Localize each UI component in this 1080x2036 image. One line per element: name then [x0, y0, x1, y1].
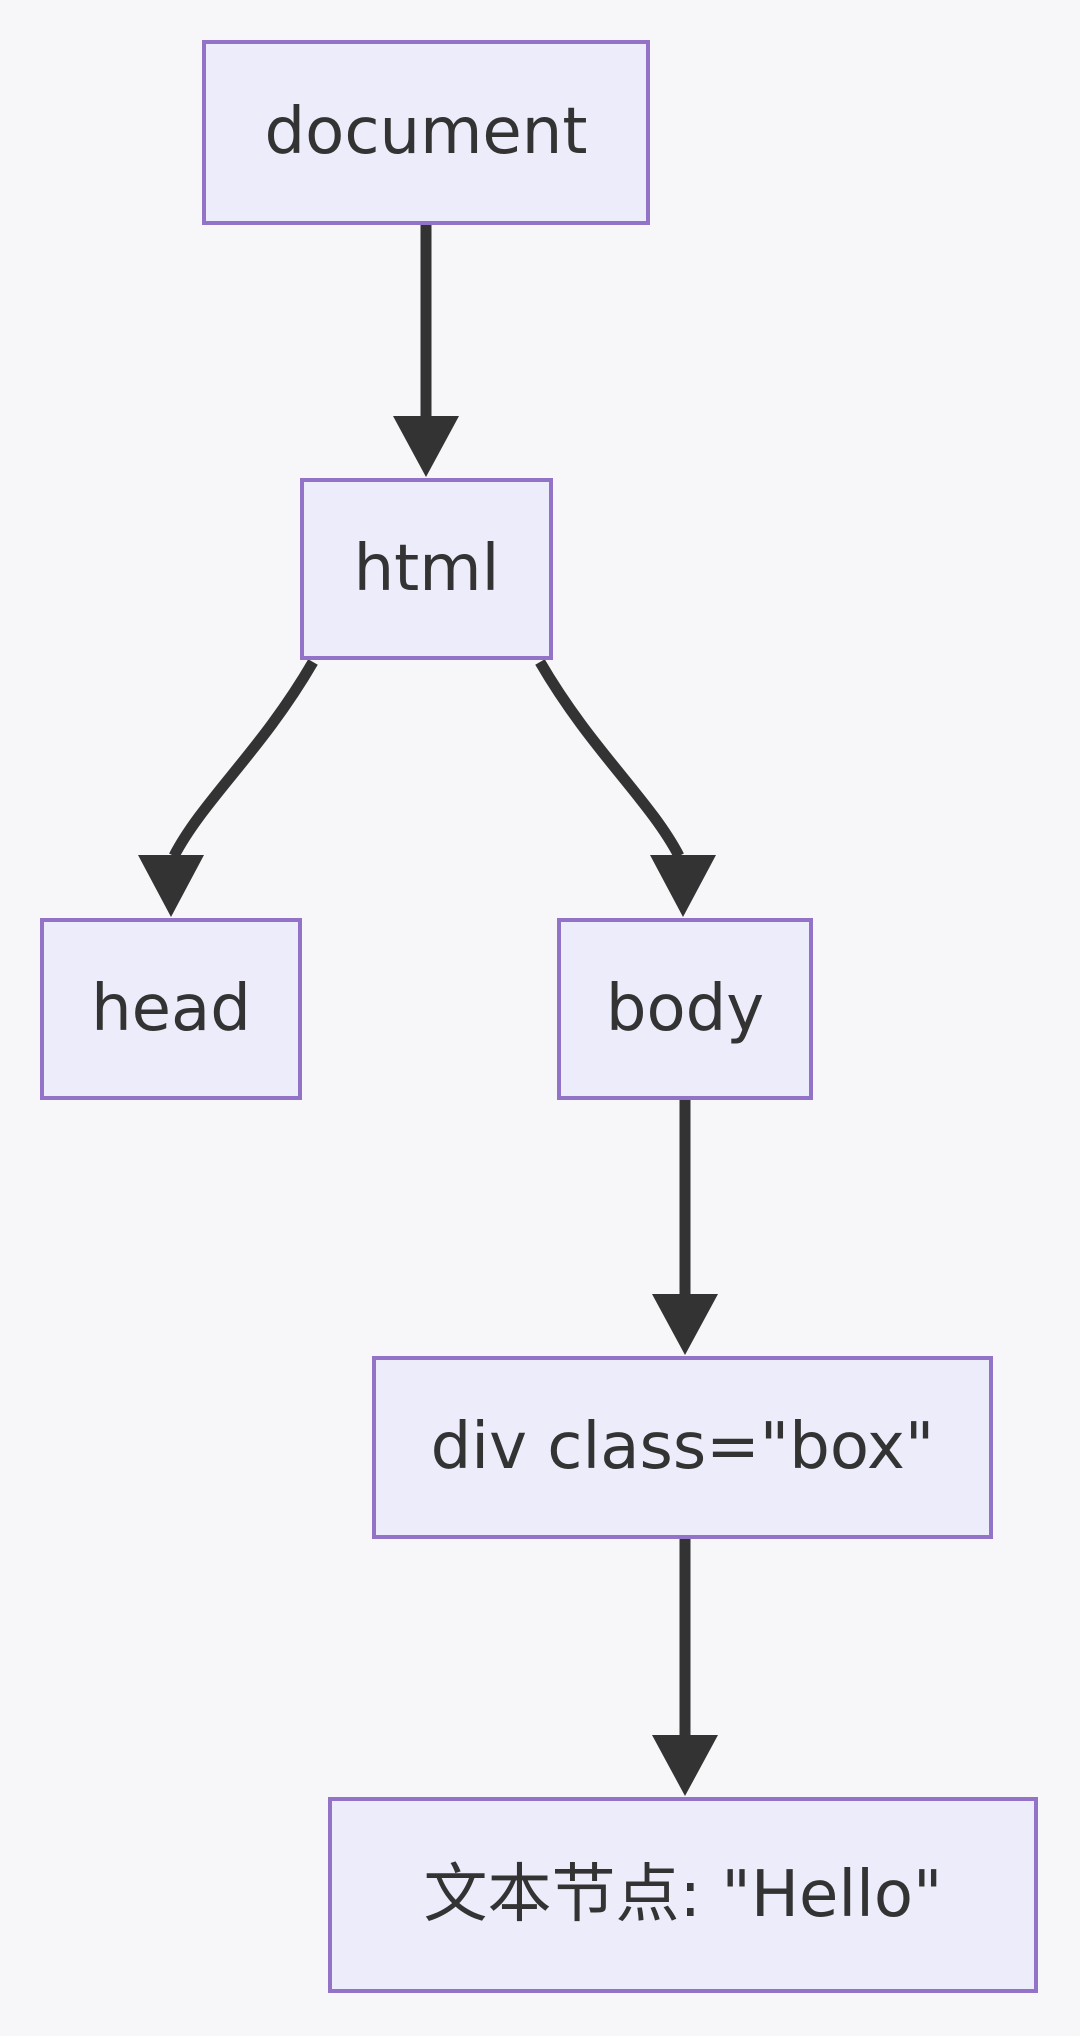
- node-div-class-box: div class="box": [372, 1356, 993, 1539]
- arrowhead-html-body: [650, 855, 716, 917]
- arrowhead-div-textnode: [652, 1735, 718, 1796]
- node-text-node-hello-label: 文本节点: "Hello": [423, 1857, 943, 1932]
- edge-html-head: [169, 659, 318, 859]
- arrowhead-html-head: [138, 855, 204, 917]
- node-head: head: [40, 918, 302, 1100]
- arrowhead-body-div: [652, 1294, 718, 1355]
- node-body: body: [557, 918, 813, 1100]
- node-text-node-hello: 文本节点: "Hello": [328, 1797, 1038, 1993]
- node-div-class-box-label: div class="box": [430, 1410, 935, 1485]
- edge-html-body: [535, 659, 684, 859]
- node-head-label: head: [91, 971, 251, 1046]
- node-document: document: [202, 40, 650, 225]
- arrowhead-document-html: [393, 416, 459, 477]
- node-body-label: body: [605, 971, 765, 1046]
- node-document-label: document: [264, 95, 588, 170]
- node-html: html: [300, 478, 553, 660]
- node-html-label: html: [353, 531, 500, 606]
